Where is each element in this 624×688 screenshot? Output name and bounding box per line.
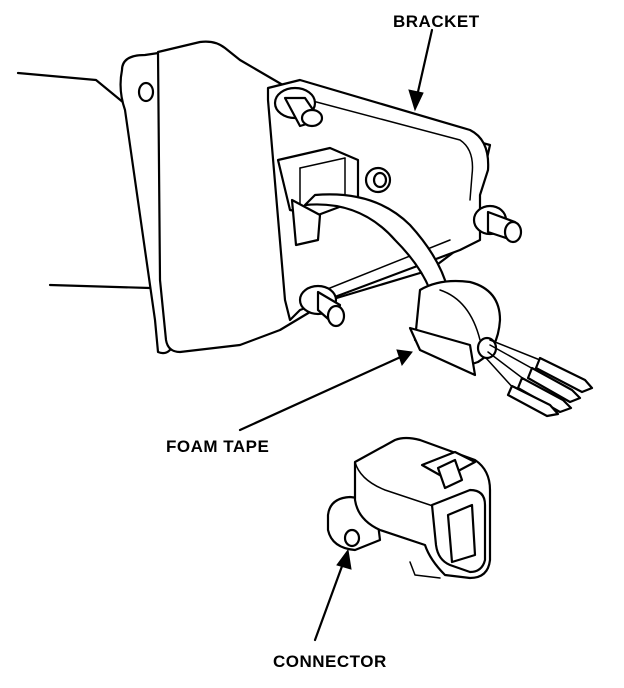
label-connector: CONNECTOR [273, 652, 387, 671]
vehicle-body-lines [16, 71, 152, 290]
label-bracket: BRACKET [393, 12, 480, 31]
wire-harness [303, 193, 502, 377]
label-foam-tape: FOAM TAPE [166, 437, 270, 456]
wire-terminals [485, 339, 594, 418]
connector [326, 436, 492, 580]
leader-lines [238, 28, 434, 642]
